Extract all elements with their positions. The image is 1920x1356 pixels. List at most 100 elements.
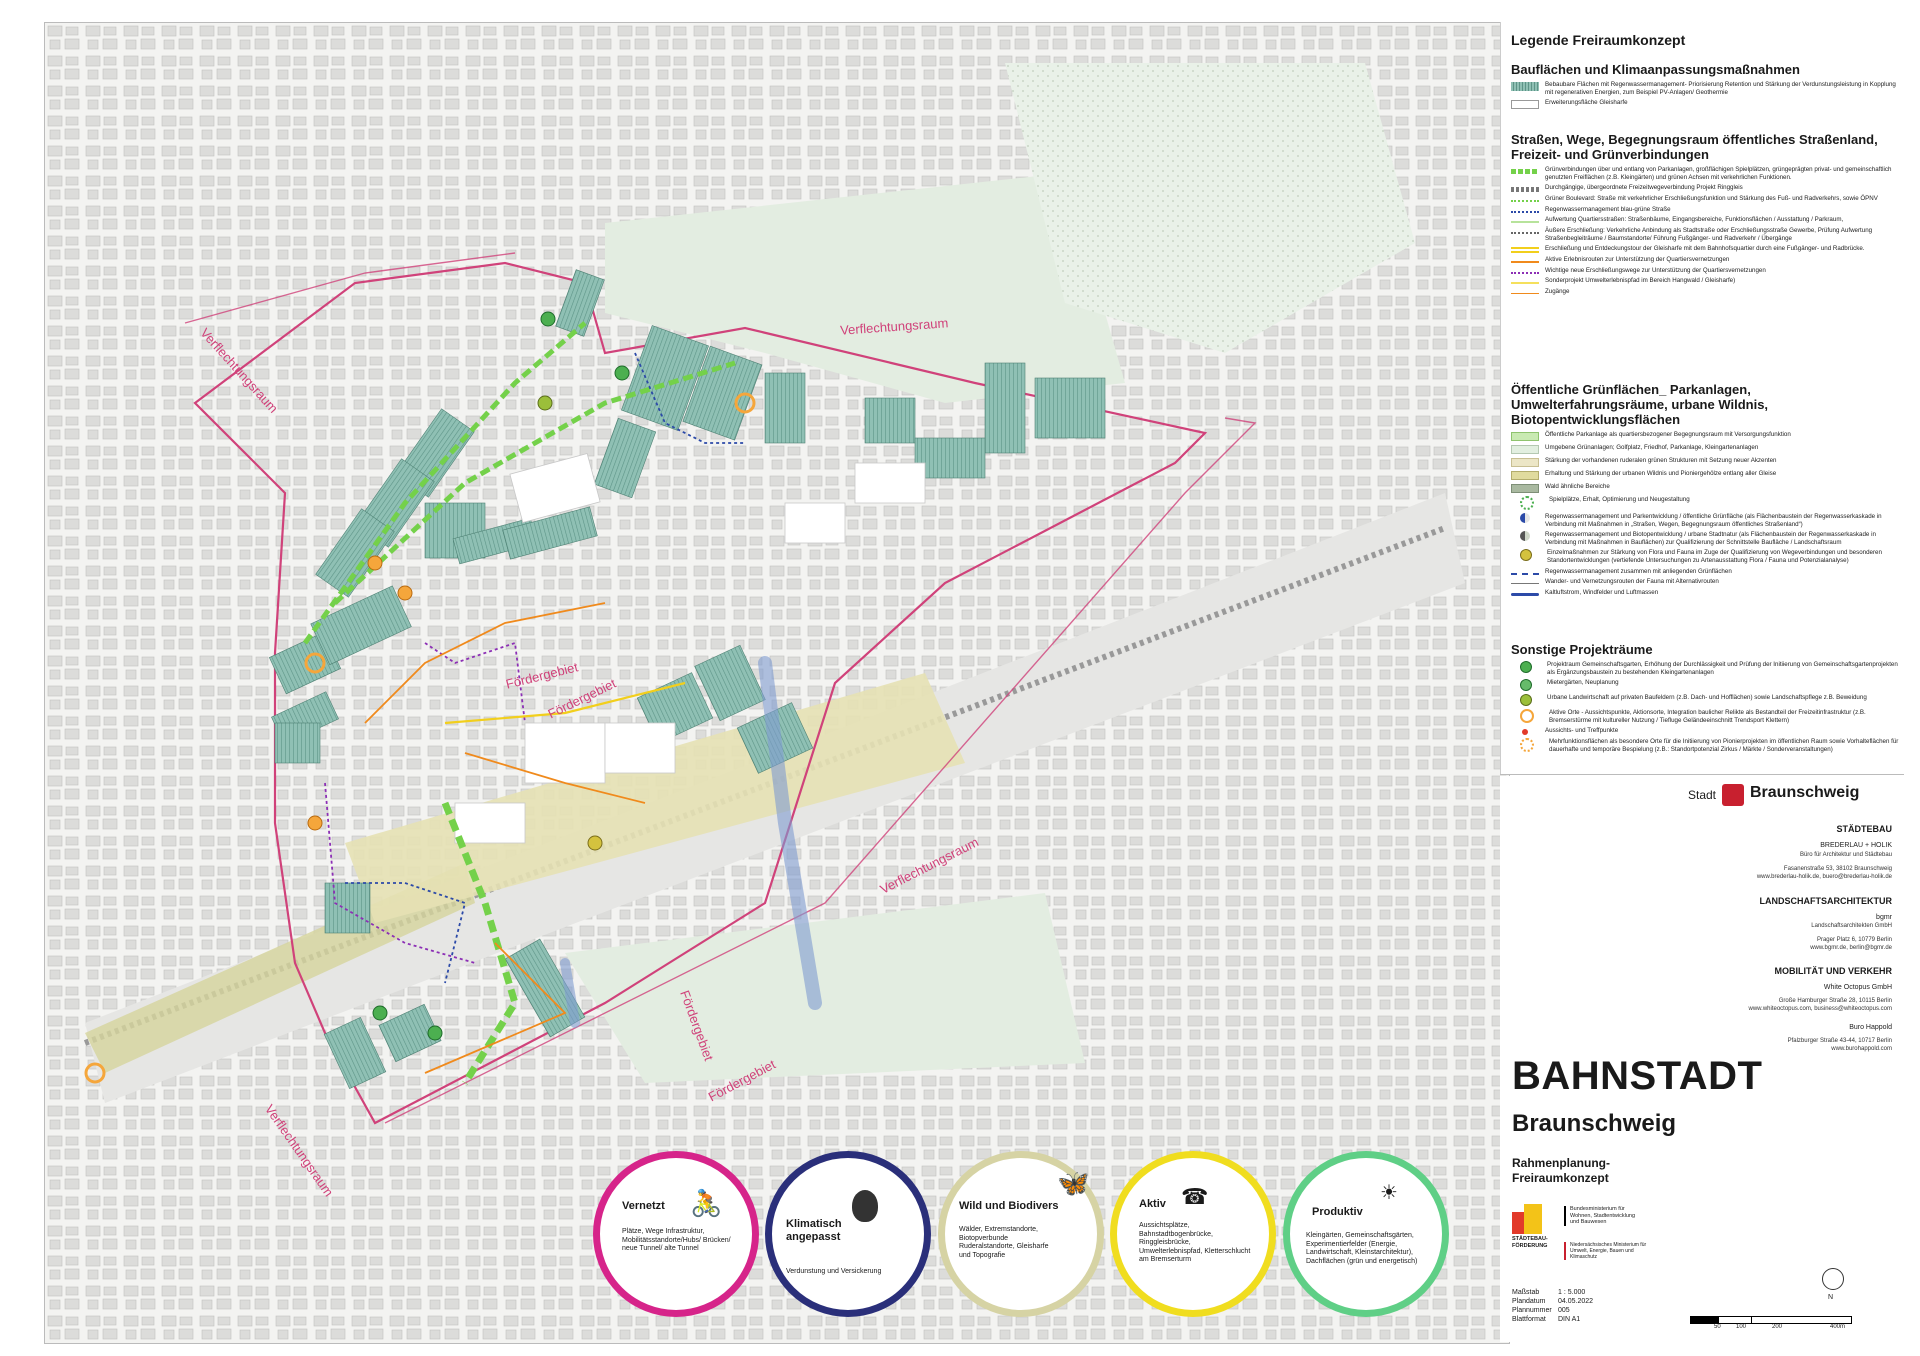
legend-title: Legende Freiraumkonzept xyxy=(1511,32,1686,48)
legend-item-text: Erweiterungsfläche Gleisharfe xyxy=(1545,99,1628,107)
landschaft-firm: bgmr xyxy=(1876,914,1892,921)
legend-item: Äußere Erschließung: Verkehrliche Anbind… xyxy=(1511,227,1901,242)
north-arrow-icon xyxy=(1822,1268,1844,1290)
legend-item: Urbane Landwirtschaft auf privaten Baufe… xyxy=(1511,694,1901,707)
staedtebau-head: STÄDTEBAU xyxy=(1836,824,1893,834)
scale-label-100: 100 xyxy=(1736,1324,1747,1330)
title-block: Stadt Braunschweig STÄDTEBAU BREDERLAU +… xyxy=(1500,776,1904,1342)
map-canvas xyxy=(45,23,1509,1343)
legend-section-heading: Öffentliche Grünflächen_ Parkanlagen, Um… xyxy=(1511,382,1769,427)
legend-item-text: Durchgängige, übergeordnete Freizeitwege… xyxy=(1545,184,1743,192)
legend-item: Zugänge xyxy=(1511,288,1901,296)
legend-item: Kaltluftstrom, Windfelder und Luftmassen xyxy=(1511,589,1901,597)
principle-circle-klima: Klimatisch angepasst Verdunstung und Ver… xyxy=(765,1151,931,1317)
building-fields xyxy=(268,269,1106,1090)
legend-item-text: Sonderprojekt Umwelterlebnispfad im Bere… xyxy=(1545,277,1736,285)
scale-bar xyxy=(1690,1316,1852,1324)
yellow-line-icon xyxy=(1511,247,1539,254)
mobil-web: www.whiteoctopus.com, business@whiteocto… xyxy=(1748,1006,1893,1012)
green-field-northeast xyxy=(1005,63,1415,353)
legend-item: Erweiterungsfläche Gleisharfe xyxy=(1511,99,1901,110)
grey-half-icon xyxy=(1520,531,1530,542)
plan-title: Rahmenplanung- Freiraumkonzept xyxy=(1512,1156,1610,1185)
legend-item: Durchgängige, übergeordnete Freizeitwege… xyxy=(1511,184,1901,193)
orange-route xyxy=(364,602,646,1074)
cyclist-icon: 🚴 xyxy=(690,1188,723,1218)
cold-air-arrow-1 xyxy=(758,656,822,1010)
legend-item-text: Aussichts- und Treffpunkte xyxy=(1545,727,1619,735)
grey-arrow-line-icon xyxy=(1511,583,1539,585)
legend-item-text: Erschließung und Entdeckungstour der Gle… xyxy=(1545,245,1865,253)
legend-item: Projektraum Gemeinschaftsgarten, Erhöhun… xyxy=(1511,661,1901,676)
yellow-thin-icon xyxy=(1511,282,1539,285)
green-star-icon xyxy=(1520,496,1534,510)
legend-item-text: Grünverbindungen über und entlang von Pa… xyxy=(1545,166,1892,181)
bund-logo-label: Bundesministerium für Wohnen, Stadtentwi… xyxy=(1564,1206,1640,1226)
city-logo-text: Braunschweig xyxy=(1750,784,1860,801)
beige-fill-icon xyxy=(1511,458,1539,467)
legend-item: Aktive Orte - Aussichtspunkte, Aktionsor… xyxy=(1511,709,1901,724)
green-dash-thick-icon xyxy=(1511,169,1539,174)
legend-item: Bebaubare Flächen mit Regenwassermanagem… xyxy=(1511,81,1901,96)
gleisharfe-area xyxy=(345,673,965,923)
green-tree-circle-icon xyxy=(1520,661,1532,673)
legend-item-text: Projektraum Gemeinschaftsgarten, Erhöhun… xyxy=(1547,661,1898,676)
legend-item-text: Regenwassermanagement und Parkentwicklun… xyxy=(1545,513,1882,528)
legend-item-text: Erhaltung und Stärkung der urbanen Wildn… xyxy=(1545,470,1777,477)
legend-item: Aussichts- und Treffpunkte xyxy=(1511,727,1901,736)
legend-item-text: Aufwertung Quartiersstraßen: Straßenbäum… xyxy=(1545,216,1844,224)
legend-section-heading: Straßen, Wege, Begegnungsraum öffentlich… xyxy=(1511,132,1878,162)
legend-item: Grünverbindungen über und entlang von Pa… xyxy=(1511,166,1901,181)
legend-item-text: Mehrfunktionsflächen als besondere Orte … xyxy=(1549,738,1899,753)
legend-item: Stärkung der vorhandenen ruderalen grüne… xyxy=(1511,457,1901,467)
legend-item-text: Stärkung der vorhandenen ruderalen grüne… xyxy=(1545,457,1777,464)
staedtebau-web: www.brederlau-holik.de, buero@brederlau-… xyxy=(1756,874,1892,880)
legend-item: Regenwassermanagement zusammen mit anlie… xyxy=(1511,568,1901,576)
blue-route xyxy=(345,352,745,984)
legend-item-text: Öffentliche Parkanlage als quartiersbezo… xyxy=(1545,431,1791,438)
green-park-north xyxy=(605,173,1125,403)
purple-route xyxy=(324,641,526,964)
tree-icon xyxy=(852,1190,878,1222)
legend-item: Grüner Boulevard: Straße mit verkehrlich… xyxy=(1511,195,1901,203)
legend-item: Öffentliche Parkanlage als quartiersbezo… xyxy=(1511,431,1901,441)
phone-icon: ☎ xyxy=(1181,1184,1209,1209)
legend-item-text: Regenwassermanagement zusammen mit anlie… xyxy=(1545,567,1732,575)
meta-key: Plannummer xyxy=(1512,1307,1552,1314)
sun-person-icon: ☀ xyxy=(1380,1182,1398,1204)
happold-firm: Buro Happold xyxy=(1849,1024,1892,1031)
legend-item-text: Einzelmaßnahmen zur Stärkung von Flora u… xyxy=(1547,549,1882,564)
legend-divider xyxy=(1500,774,1904,775)
blue-dot-icon xyxy=(1511,210,1539,213)
legend-item: Regenwassermanagement und Parkentwicklun… xyxy=(1511,513,1901,528)
blue-arrows-icon xyxy=(1511,572,1539,575)
land-logo-label: Niedersächsisches Ministerium für Umwelt… xyxy=(1564,1242,1650,1260)
khaki-fill-icon xyxy=(1511,471,1539,480)
legend-panel: Legende Freiraumkonzept Bauflächen und K… xyxy=(1500,22,1905,774)
map-area[interactable]: Verflechtungsraum Verflechtungsraum Verf… xyxy=(44,22,1510,1344)
orange-line-icon xyxy=(1511,261,1539,264)
staedtebaufoerderung-label: STÄDTEBAU- FÖRDERUNG xyxy=(1512,1236,1548,1249)
legend-section-heading: Sonstige Projekträume xyxy=(1511,642,1653,657)
landschaft-addr: Prager Platz 6, 10779 Berlin xyxy=(1816,937,1892,943)
green-dot-icon xyxy=(1511,200,1539,203)
red-dot-icon xyxy=(1522,729,1528,736)
legend-item: Umgebene Grünanlagen; Golfplatz, Friedho… xyxy=(1511,444,1901,454)
purple-dot-icon xyxy=(1511,271,1539,274)
mobil-firm: White Octopus GmbH xyxy=(1823,984,1892,991)
meta-value: 04.05.2022 xyxy=(1558,1298,1594,1305)
meta-key: Maßstab xyxy=(1512,1289,1540,1296)
green-route-south xyxy=(441,801,519,1085)
legend-item-text: Bebaubare Flächen mit Regenwassermanagem… xyxy=(1545,81,1896,96)
meta-key: Plandatum xyxy=(1512,1298,1546,1305)
principle-circle-vernetzt: Vernetzt 🚴 Plätze, Wege Infrastruktur, M… xyxy=(593,1151,759,1317)
legend-item-text: Zugänge xyxy=(1545,287,1570,295)
butterfly-icon: 🦋 xyxy=(1057,1168,1090,1198)
legend-item-text: Mietergärten, Neuplanung xyxy=(1547,679,1619,687)
happold-web: www.burohappold.com xyxy=(1831,1046,1892,1052)
mobil-addr: Große Hamburger Straße 28, 10115 Berlin xyxy=(1778,998,1892,1004)
legend-item-text: Äußere Erschließung: Verkehrliche Anbind… xyxy=(1545,226,1873,242)
blue-half-icon xyxy=(1520,513,1530,523)
